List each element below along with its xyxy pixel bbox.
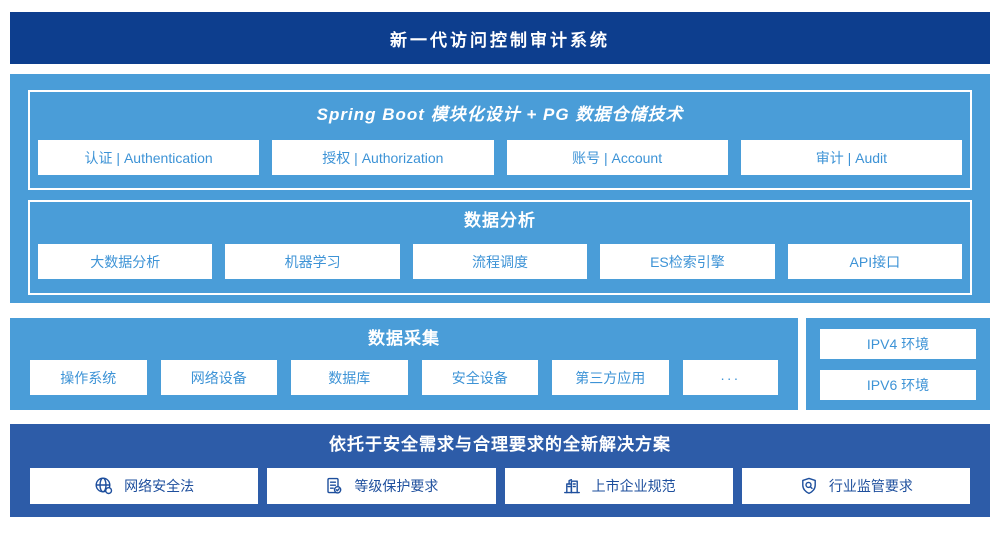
solution-box-listed-company: 上市企业规范 — [504, 468, 733, 504]
system-title: 新一代访问控制审计系统 — [390, 30, 610, 50]
module-box-authentication: 认证 | Authentication — [38, 140, 260, 175]
solution-box-industry-regulation: 行业监管要求 — [741, 468, 970, 504]
collection-box-os: 操作系统 — [30, 360, 147, 395]
solution-box-label: 网络安全法 — [124, 478, 195, 494]
solution-panel: 依托于安全需求与合理要求的全新解决方案 网络安全法 — [10, 424, 990, 517]
analysis-title: 数据分析 — [464, 211, 536, 230]
collection-box-security: 安全设备 — [421, 360, 538, 395]
module-box-audit: 审计 | Audit — [740, 140, 962, 175]
collection-title: 数据采集 — [368, 329, 440, 348]
module-box-account: 账号 | Account — [506, 140, 728, 175]
collection-box-more: ··· — [682, 360, 779, 395]
analysis-box-scheduling: 流程调度 — [412, 244, 588, 279]
env-box-ipv6: IPV6 环境 — [820, 369, 976, 400]
solution-title: 依托于安全需求与合理要求的全新解决方案 — [329, 435, 671, 454]
platform-panel: Spring Boot 模块化设计 + PG 数据仓储技术 认证 | Authe… — [10, 74, 990, 303]
environment-panel: IPV4 环境 IPV6 环境 — [806, 318, 990, 410]
solution-box-label: 等级保护要求 — [354, 478, 439, 494]
solution-box-cybersecurity-law: 网络安全法 — [30, 468, 259, 504]
analysis-box-bigdata: 大数据分析 — [38, 244, 213, 279]
modules-title: Spring Boot 模块化设计 + PG 数据仓储技术 — [316, 105, 684, 124]
collection-box-database: 数据库 — [291, 360, 408, 395]
solution-row: 网络安全法 等级保护要求 — [28, 468, 972, 504]
analysis-box-ml: 机器学习 — [225, 244, 400, 279]
middle-row: 数据采集 操作系统 网络设备 数据库 安全设备 第三方应用 ··· IPV4 环… — [10, 318, 990, 410]
shield-magnifier-icon — [799, 476, 819, 496]
solution-box-label: 上市企业规范 — [591, 478, 676, 494]
globe-icon — [94, 476, 114, 496]
collection-panel: 数据采集 操作系统 网络设备 数据库 安全设备 第三方应用 ··· — [10, 318, 798, 410]
solution-box-classified-protection: 等级保护要求 — [267, 468, 496, 504]
analysis-subpanel: 数据分析 大数据分析 机器学习 流程调度 ES检索引擎 API接口 — [28, 200, 972, 295]
analysis-box-api: API接口 — [787, 244, 963, 279]
header-banner: 新一代访问控制审计系统 — [10, 12, 990, 64]
collection-box-thirdparty: 第三方应用 — [552, 360, 669, 395]
collection-row: 操作系统 网络设备 数据库 安全设备 第三方应用 ··· — [30, 360, 779, 395]
modules-row: 认证 | Authentication 授权 | Authorization 账… — [38, 140, 962, 175]
env-box-ipv4: IPV4 环境 — [820, 328, 976, 359]
building-icon — [562, 476, 582, 496]
analysis-box-es: ES检索引擎 — [600, 244, 775, 279]
module-box-authorization: 授权 | Authorization — [272, 140, 494, 175]
collection-box-network: 网络设备 — [160, 360, 277, 395]
analysis-row: 大数据分析 机器学习 流程调度 ES检索引擎 API接口 — [38, 244, 963, 279]
document-check-icon — [324, 476, 344, 496]
solution-box-label: 行业监管要求 — [828, 478, 913, 494]
modules-subpanel: Spring Boot 模块化设计 + PG 数据仓储技术 认证 | Authe… — [28, 90, 972, 190]
